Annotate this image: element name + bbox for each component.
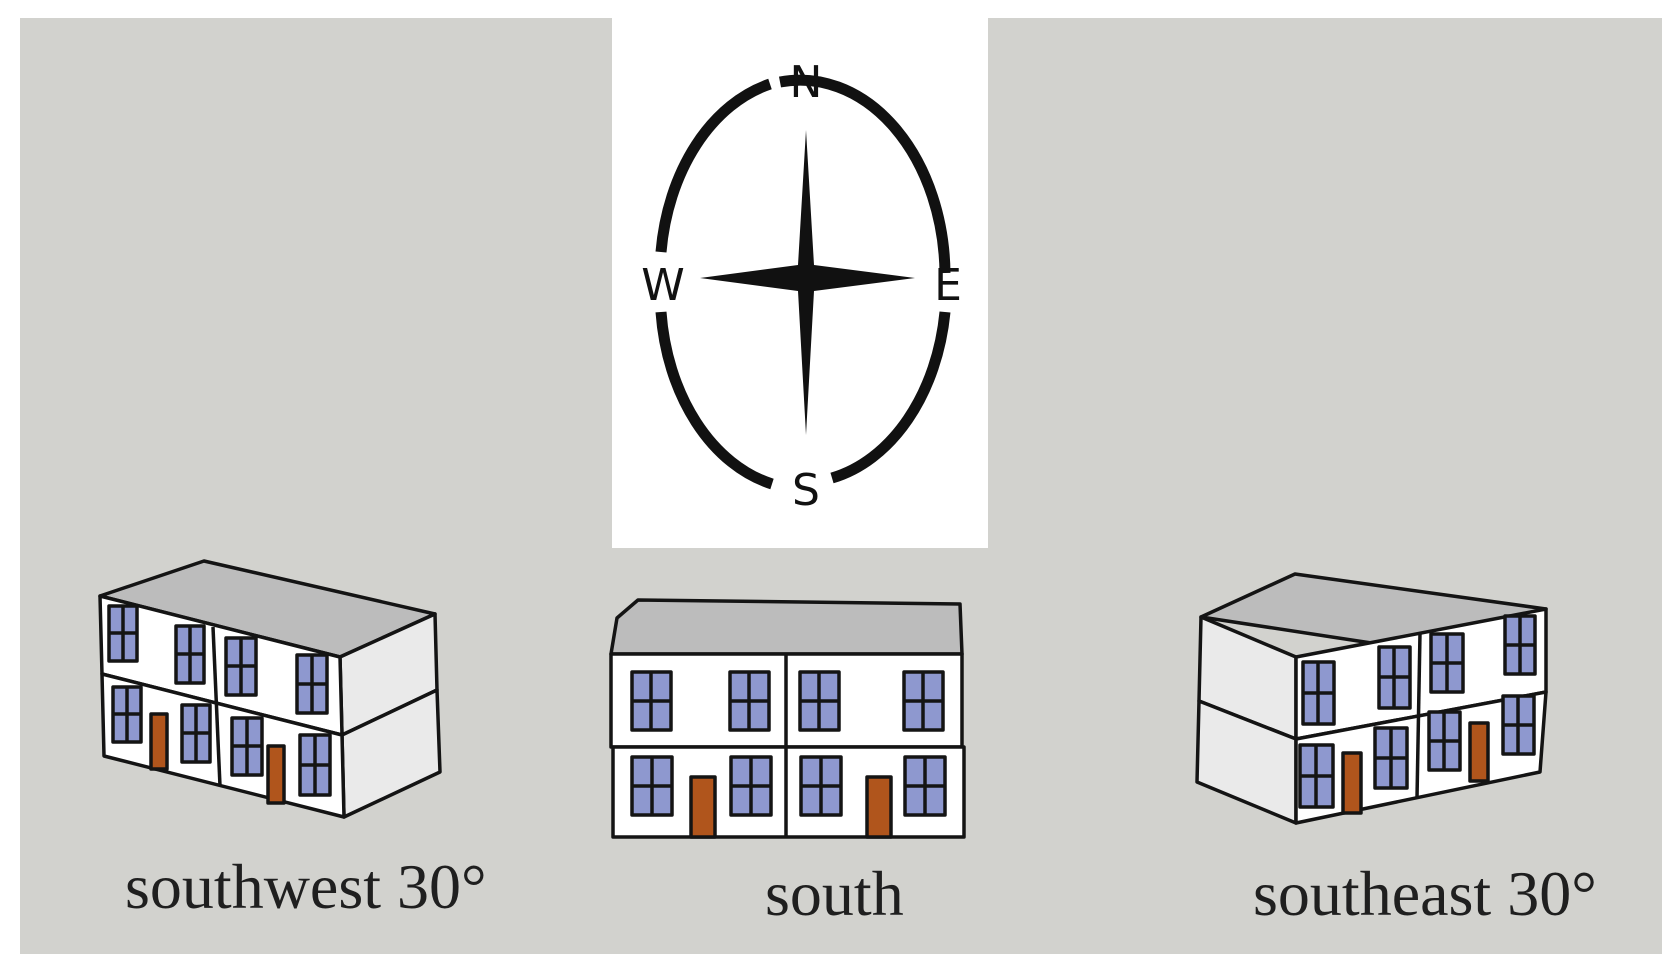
window — [1301, 660, 1336, 726]
east-label: E — [934, 260, 962, 311]
north-label: N — [790, 57, 823, 108]
window — [1429, 632, 1465, 694]
window — [799, 755, 843, 817]
window-group — [107, 604, 332, 797]
window — [1501, 694, 1536, 756]
compass-rose: N S E W — [641, 57, 962, 516]
window — [1427, 710, 1462, 772]
door — [266, 744, 286, 805]
door — [865, 775, 893, 839]
window — [798, 670, 841, 732]
window — [180, 703, 212, 764]
caption-south: south — [765, 858, 904, 929]
window-group — [1298, 614, 1537, 809]
window — [224, 636, 258, 697]
window — [728, 670, 771, 732]
door — [689, 775, 717, 839]
window — [630, 670, 673, 732]
caption-southeast: southeast 30° — [1253, 858, 1597, 929]
window — [298, 733, 332, 797]
compass-star-icon — [700, 130, 915, 435]
window — [230, 716, 264, 777]
window — [1298, 743, 1335, 809]
window — [729, 755, 773, 817]
window — [902, 670, 945, 732]
south-label: S — [792, 465, 820, 516]
building-south — [609, 598, 966, 839]
window — [174, 624, 206, 685]
building-southeast — [1195, 572, 1548, 825]
window — [903, 755, 947, 817]
window — [1503, 614, 1537, 676]
door — [1341, 751, 1363, 815]
window — [107, 604, 139, 663]
window — [295, 653, 329, 715]
building-southwest — [98, 559, 442, 819]
window — [111, 685, 143, 744]
unit-divider — [211, 626, 222, 787]
window — [630, 755, 674, 817]
compass-ring — [655, 74, 951, 490]
unit-divider — [1415, 632, 1422, 799]
caption-southwest: southwest 30° — [125, 851, 487, 922]
window-group — [630, 670, 947, 817]
building-roof — [609, 598, 964, 656]
door — [149, 712, 169, 771]
west-label: W — [641, 260, 685, 311]
door — [1468, 721, 1490, 783]
window — [1377, 645, 1412, 710]
window — [1373, 726, 1409, 790]
